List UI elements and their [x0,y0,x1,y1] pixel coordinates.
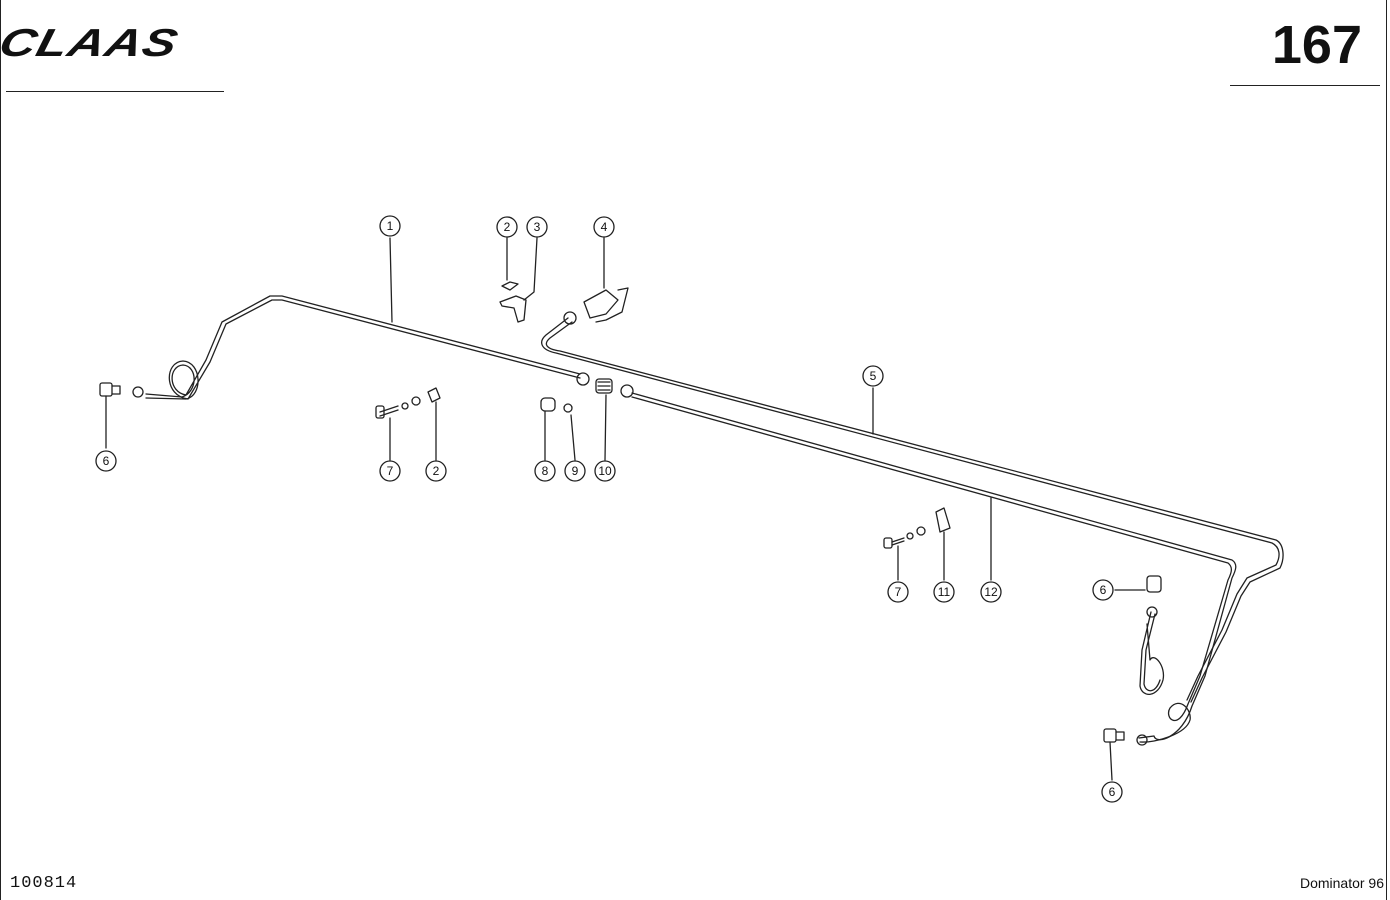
nut-and-washer [540,394,607,461]
callout-label: 9 [572,464,579,478]
callout-circle [379,215,401,237]
page-number-underline [1230,85,1380,86]
pipe-5 [541,317,1284,703]
callout-6: 6 [1092,579,1114,601]
callout-7: 7 [887,581,909,603]
callout-circle [95,450,117,472]
callout-label: 2 [504,220,511,234]
connector-pipe-1-end [576,372,634,398]
page-number: 167 [1271,15,1362,75]
callout-circle [1092,579,1114,601]
callout-5: 5 [862,365,884,387]
callout-circle [534,460,556,482]
callout-circle [425,460,447,482]
callout-circle [887,581,909,603]
pipe-1 [145,295,581,400]
callout-7: 7 [379,460,401,482]
sensor-4 [563,237,629,325]
frame-right-border [1386,0,1387,900]
brand-underline [6,91,224,92]
callout-label: 11 [938,585,951,599]
clip-assembly-right [883,497,992,581]
callout-circle [980,581,1002,603]
callout-label: 7 [387,464,394,478]
callout-label: 6 [1109,785,1116,799]
callout-label: 6 [1100,583,1107,597]
callout-circle [1101,781,1123,803]
callout-6: 6 [95,450,117,472]
fitting-6-right-upper [1114,575,1162,618]
pipe-right-coil [1139,611,1165,695]
callout-label: 8 [542,464,549,478]
clip-assembly-left [375,387,441,461]
callout-label: 6 [103,454,110,468]
callout-11: 11 [933,581,955,603]
callout-label: 10 [598,464,612,478]
model-name: Dominator 96 [1299,875,1384,891]
callout-label: 4 [601,220,608,234]
fitting-6-right-lower [1103,728,1148,781]
callout-8: 8 [534,460,556,482]
leader-1 [389,237,393,323]
pipe-12 [631,392,1237,743]
callout-circle [594,460,616,482]
callout-2: 2 [425,460,447,482]
callout-4: 4 [593,216,615,238]
bracket-assembly-top [499,237,538,323]
callout-circle [564,460,586,482]
callout-label: 5 [870,369,877,383]
callout-label: 12 [984,585,998,599]
callout-label: 3 [534,220,541,234]
callout-circle [496,216,518,238]
callout-2: 2 [496,216,518,238]
callout-9: 9 [564,460,586,482]
callout-circle [379,460,401,482]
callout-label: 1 [387,219,394,233]
document-number: 100814 [10,874,78,893]
callout-circle [526,216,548,238]
callout-1: 1 [379,215,401,237]
callout-10: 10 [594,460,616,482]
fitting-6-left [99,382,144,449]
callout-circle [593,216,615,238]
callout-6: 6 [1101,781,1123,803]
callout-label: 2 [433,464,440,478]
callout-circle [933,581,955,603]
frame-left-border [0,0,1,900]
callout-12: 12 [980,581,1002,603]
callout-label: 7 [895,585,902,599]
callout-circle [862,365,884,387]
callout-3: 3 [526,216,548,238]
